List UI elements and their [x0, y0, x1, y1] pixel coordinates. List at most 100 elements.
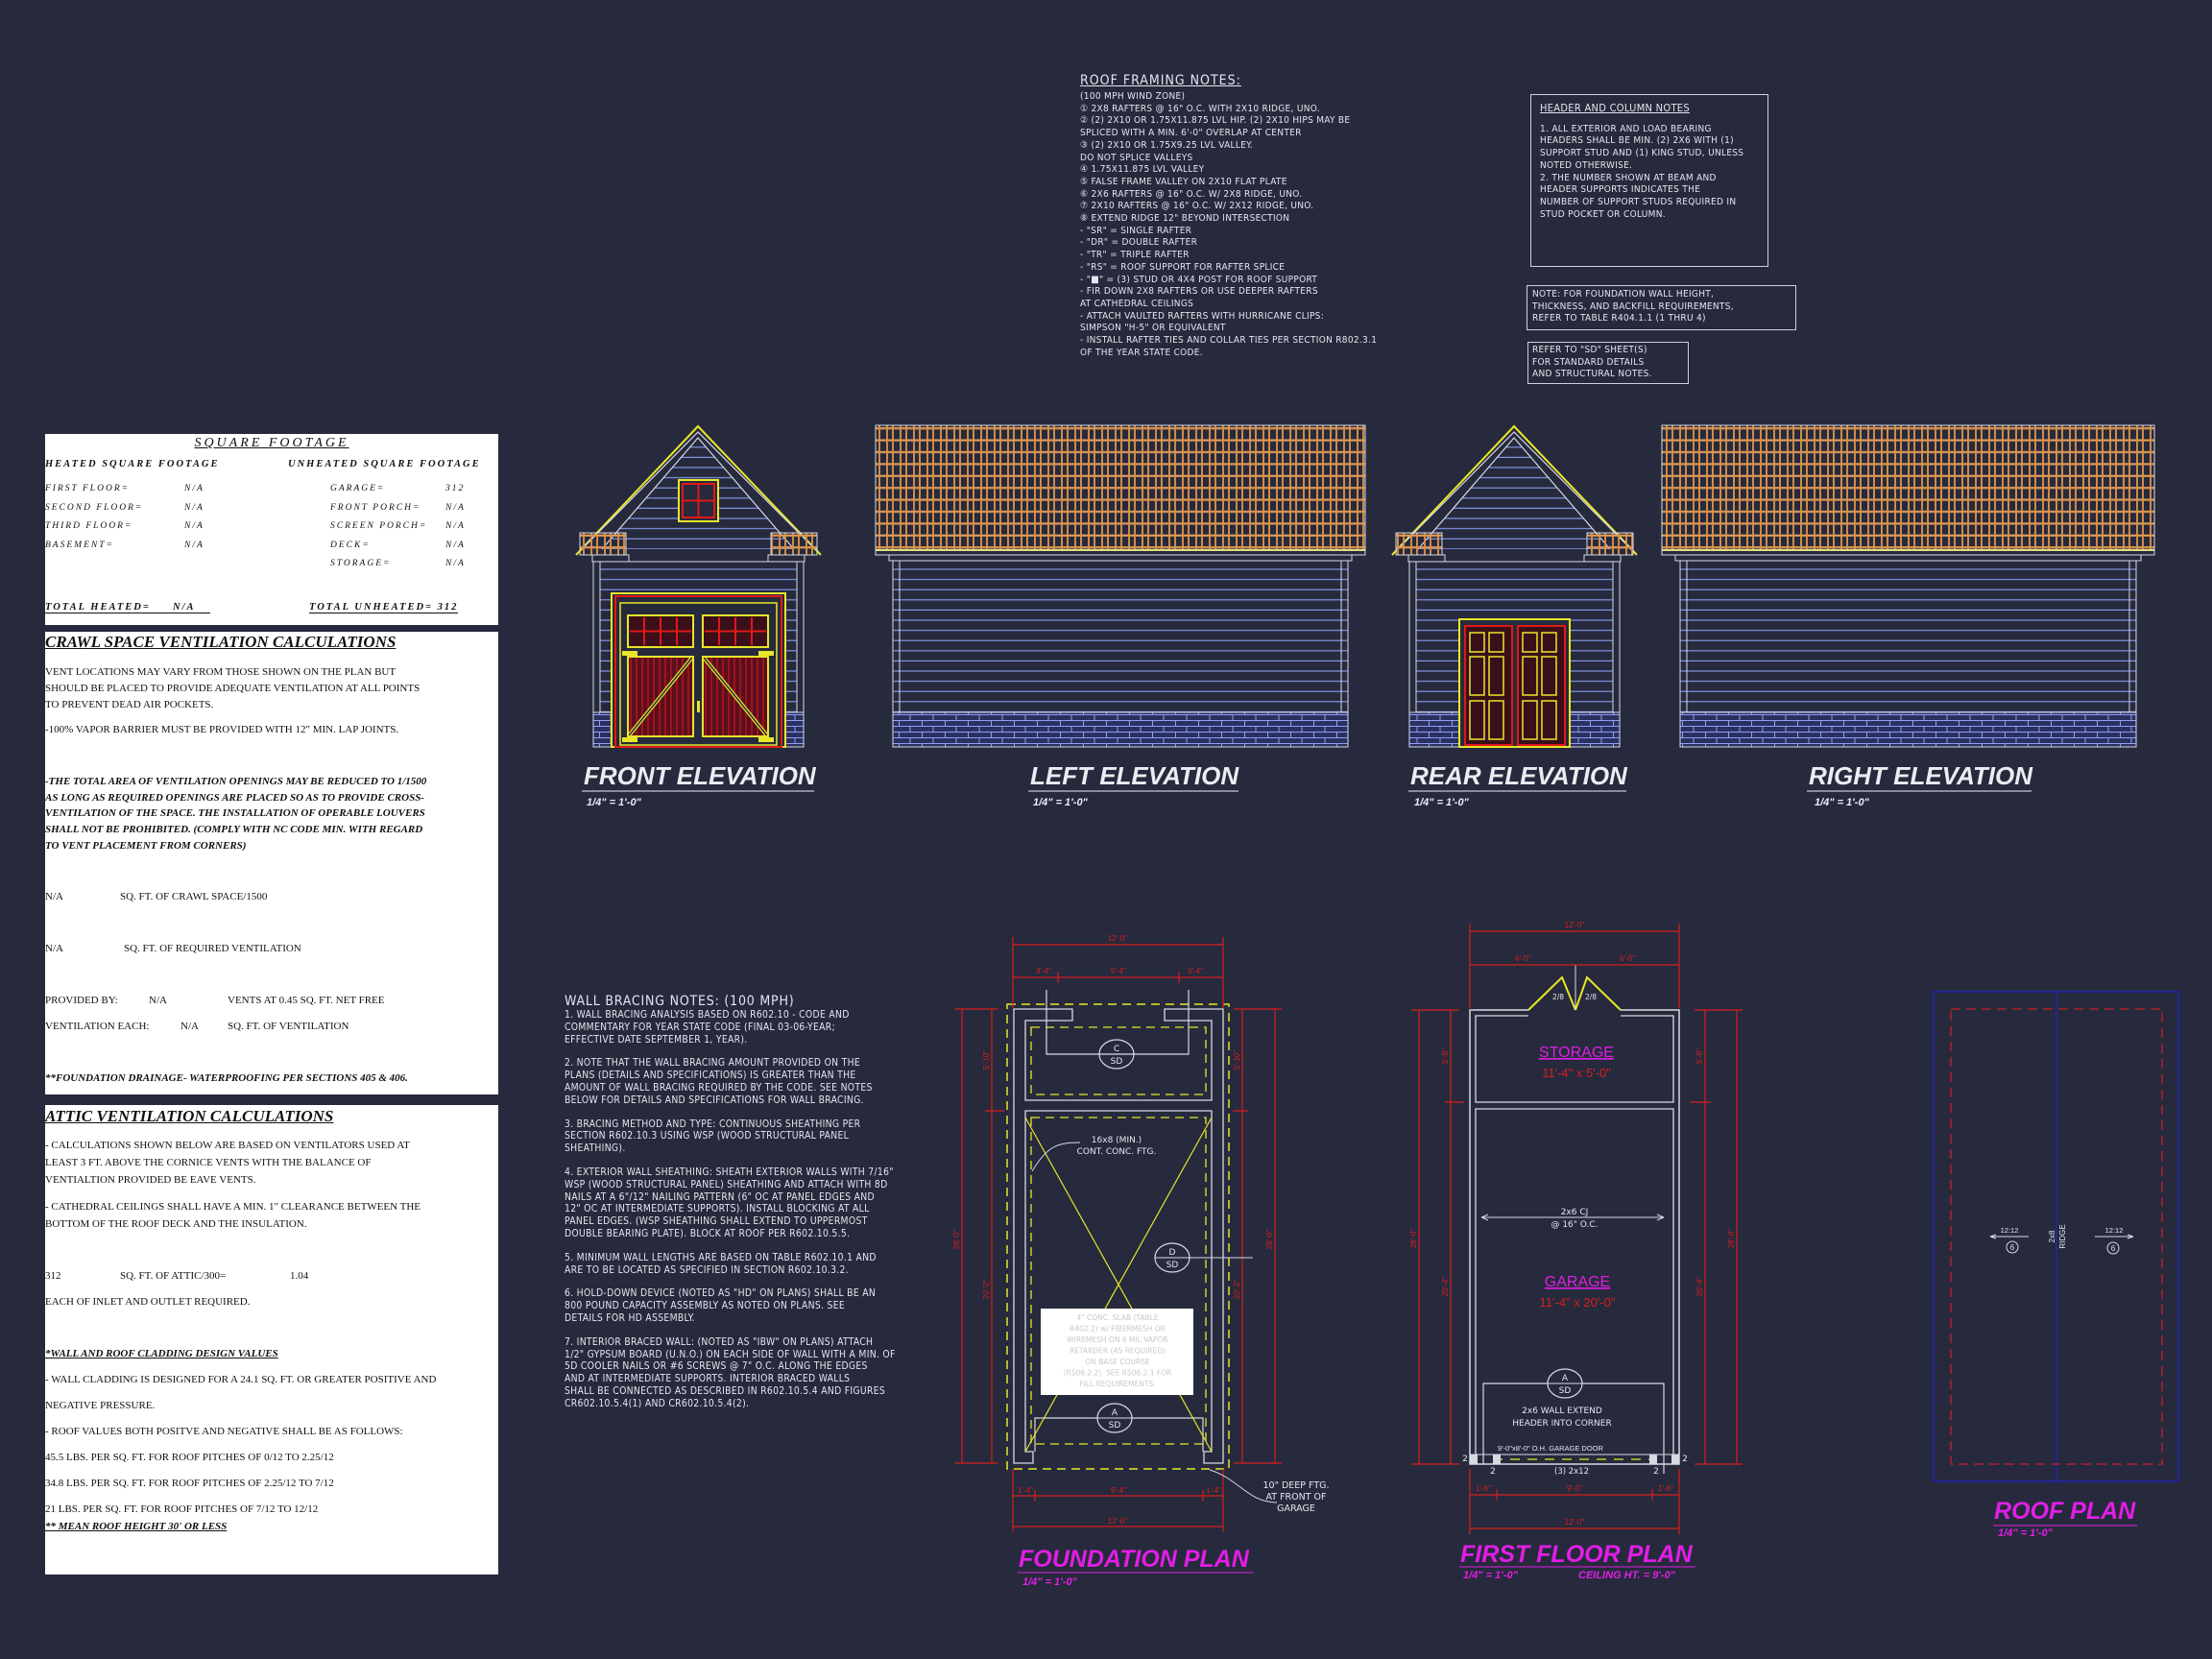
- header-column-note-line: NUMBER OF SUPPORT STUDS REQUIRED IN: [1540, 196, 1737, 207]
- foundation-note-line: NOTE: FOR FOUNDATION WALL HEIGHT,: [1532, 289, 1715, 300]
- roof-framing-note-line: DO NOT SPLICE VALLEYS: [1080, 152, 1193, 163]
- dim-text: 12'-0": [1565, 921, 1585, 929]
- provided-desc: VENTS AT 0.45 SQ. FT. NET FREE: [228, 995, 385, 1006]
- ceiling-joist-spacing: @ 16" O.C.: [1551, 1220, 1598, 1230]
- crawl-para-line: VENT LOCATIONS MAY VARY FROM THOSE SHOWN…: [45, 666, 397, 678]
- roof-framing-note-line: ② (2) 2x10 OR 1.75x11.875 LVL HIP. (2) 2…: [1080, 115, 1351, 127]
- crawl-rule-line: TO VENT PLACEMENT FROM CORNERS): [45, 839, 247, 852]
- unheated-row-value: N/A: [445, 521, 466, 531]
- wall-bracing-line: PLANS (DETAILS AND SPECIFICATIONS) IS GR…: [565, 1070, 856, 1082]
- cladding-line: 45.5 LBS. PER SQ. FT. FOR ROOF PITCHES O…: [45, 1452, 334, 1463]
- stud-count: 2: [1682, 1455, 1688, 1464]
- each-label: VENTILATION EACH:: [45, 1021, 150, 1032]
- front-elevation-scale: 1/4" = 1'-0": [587, 797, 642, 808]
- detail-c-sheet: SD: [1111, 1057, 1123, 1067]
- attic-ventilation-panel: ATTIC VENTILATION CALCULATIONS - CALCULA…: [45, 1105, 498, 1575]
- rear-elevation-scale: 1/4" = 1'-0": [1414, 797, 1470, 808]
- wall-bracing-line: BELOW FOR DETAILS AND SPECIFICATIONS FOR…: [565, 1094, 864, 1106]
- header-column-note-line: HEADERS SHALL BE MIN. (2) 2x6 WITH (1): [1540, 135, 1734, 147]
- dim-text: 5'-10": [982, 1050, 991, 1070]
- dim-text: 20'-2": [982, 1280, 991, 1300]
- attic-para-line: BOTTOM OF THE ROOF DECK AND THE INSULATI…: [45, 1218, 307, 1230]
- crawl-rule-line: SHALL NOT BE PROHIBITED. (COMPLY WITH NC…: [45, 824, 423, 836]
- header-column-note-line: 1. ALL EXTERIOR AND LOAD BEARING: [1540, 123, 1712, 134]
- left-elevation-title: LEFT ELEVATION: [1030, 761, 1239, 790]
- roof-framing-note-line: SPLICED WITH A MIN. 6'-0" OVERLAP AT CEN…: [1080, 128, 1302, 139]
- unheated-row-label: DECK=: [330, 540, 371, 550]
- header-column-notes-box: HEADER AND COLUMN NOTES 1. ALL EXTERIOR …: [1530, 94, 1768, 267]
- unheated-row-value: 312: [445, 484, 466, 493]
- wall-bracing-paragraph: 1. WALL BRACING ANALYSIS BASED ON R602.1…: [565, 1009, 896, 1046]
- roof-plan-drawing: [1933, 991, 2179, 1482]
- crawl-para-line: SHOULD BE PLACED TO PROVIDE ADEQUATE VEN…: [45, 683, 421, 694]
- provided-label: PROVIDED BY:: [45, 995, 118, 1006]
- roof-framing-note-line: - ATTACH VAULTED RAFTERS WITH HURRICANE …: [1080, 310, 1325, 322]
- cladding-line: - WALL CLADDING IS DESIGNED FOR A 24.1 S…: [45, 1374, 437, 1385]
- crawl-rule-line: VENTILATION OF THE SPACE. THE INSTALLATI…: [45, 807, 425, 820]
- door-panel: [1541, 632, 1557, 653]
- unheated-row-label: SCREEN PORCH=: [330, 521, 428, 531]
- right-elevation-drawing: [1661, 424, 2155, 748]
- rear-door-panels: [1469, 632, 1557, 740]
- header-note-line: HEADER INTO CORNER: [1512, 1419, 1611, 1429]
- roof-framing-note-line: AT CATHEDRAL CEILINGS: [1080, 298, 1194, 309]
- dim-text: 5'-10": [1233, 1050, 1241, 1070]
- detail-a-sheet: SD: [1559, 1386, 1572, 1396]
- door-panel: [1488, 632, 1504, 653]
- provided-value: N/A: [149, 995, 167, 1006]
- attic-title: ATTIC VENTILATION CALCULATIONS: [45, 1107, 334, 1125]
- foundation-plan-drawing: [955, 937, 1282, 1532]
- detail-a-letter: A: [1562, 1374, 1569, 1383]
- roof-framing-note-line: ⑤ FALSE FRAME VALLEY ON 2x10 FLAT PLATE: [1080, 176, 1287, 187]
- roof-framing-note-line: ③ (2) 2x10 OR 1.75x9.25 LVL VALLEY.: [1080, 139, 1254, 151]
- door-panel: [1541, 656, 1557, 696]
- dim-text: 12'-0": [1108, 934, 1128, 943]
- heated-row-label: FIRST FLOOR=: [45, 484, 131, 493]
- foundation-wall-note-box: NOTE: FOR FOUNDATION WALL HEIGHT,THICKNE…: [1527, 285, 1796, 330]
- header-note-line: 2x6 WALL EXTEND: [1522, 1407, 1602, 1416]
- heated-row-value: N/A: [184, 540, 204, 550]
- roof-framing-note-line: - "TR" = TRIPLE RAFTER: [1080, 250, 1190, 261]
- pitch-left: 12:12: [2001, 1226, 2019, 1235]
- dim-text: 3'-4": [1036, 967, 1051, 975]
- sd-note-line: REFER TO "SD" SHEET(S): [1532, 345, 1647, 355]
- mean-roof-height: ** MEAN ROOF HEIGHT 30' OR LESS: [45, 1521, 228, 1532]
- dim-text: 9'-0": [1567, 1484, 1582, 1493]
- detail-a-sheet: SD: [1109, 1421, 1121, 1431]
- roof-framing-notes: ROOF FRAMING NOTES: (100 MPH WIND ZONE)①…: [1080, 73, 1377, 359]
- crawl-space-title: CRAWL SPACE VENTILATION CALCULATIONS: [45, 633, 397, 651]
- required-value: N/A: [45, 943, 63, 954]
- storage-size: 11'-4" x 5'-0": [1542, 1066, 1611, 1080]
- unheated-row-label: GARAGE=: [330, 484, 386, 493]
- detail-c-letter: C: [1114, 1045, 1119, 1054]
- ceiling-joist-label: 2x6 CJ: [1561, 1208, 1589, 1217]
- dim-text: 20'-4": [1695, 1277, 1704, 1297]
- roof-framing-note-line: - "RS" = ROOF SUPPORT FOR RAFTER SPLICE: [1080, 261, 1286, 273]
- total-heated-label: TOTAL HEATED=: [45, 602, 151, 613]
- right-elevation-title: RIGHT ELEVATION: [1809, 761, 2033, 790]
- crawl-space-panel: CRAWL SPACE VENTILATION CALCULATIONS VEN…: [45, 632, 498, 1094]
- roof-framing-note-line: (100 MPH WIND ZONE): [1080, 91, 1186, 102]
- each-value: N/A: [180, 1021, 199, 1032]
- left-elevation-scale: 1/4" = 1'-0": [1033, 797, 1089, 808]
- cladding-line: NEGATIVE PRESSURE.: [45, 1400, 156, 1411]
- slab-note-line: 4" CONC. SLAB (TABLE: [1076, 1313, 1159, 1322]
- heated-row-value: N/A: [184, 484, 204, 493]
- attic-para-line: VENTIALTION PROVIDED BE EAVE VENTS.: [45, 1174, 256, 1186]
- door-panel: [1488, 700, 1504, 740]
- footing-note-line: CONT. CONC. FTG.: [1077, 1147, 1157, 1157]
- door-panel: [1469, 700, 1485, 740]
- dim-text: 20'-2": [1233, 1280, 1241, 1300]
- cladding-title: *WALL AND ROOF CLADDING DESIGN VALUES: [45, 1348, 278, 1359]
- deep-footing-note-line: GARAGE: [1277, 1503, 1315, 1514]
- deep-footing-note-line: 10" DEEP FTG.: [1262, 1480, 1329, 1491]
- required-label: SQ. FT. OF REQUIRED VENTILATION: [124, 943, 301, 954]
- roof-framing-note-line: ④ 1.75x11.875 LVL VALLEY: [1080, 164, 1205, 176]
- right-elevation-scale: 1/4" = 1'-0": [1815, 797, 1870, 808]
- dim-text: 12'-0": [1565, 1518, 1585, 1527]
- stud-count: 2: [1653, 1467, 1659, 1477]
- storage-label: STORAGE: [1539, 1045, 1614, 1061]
- total-heated-value: N/A: [173, 602, 196, 613]
- ceiling-height: CEILING HT. = 9'-0": [1578, 1570, 1676, 1581]
- dim-text: 1'-6": [1476, 1484, 1491, 1493]
